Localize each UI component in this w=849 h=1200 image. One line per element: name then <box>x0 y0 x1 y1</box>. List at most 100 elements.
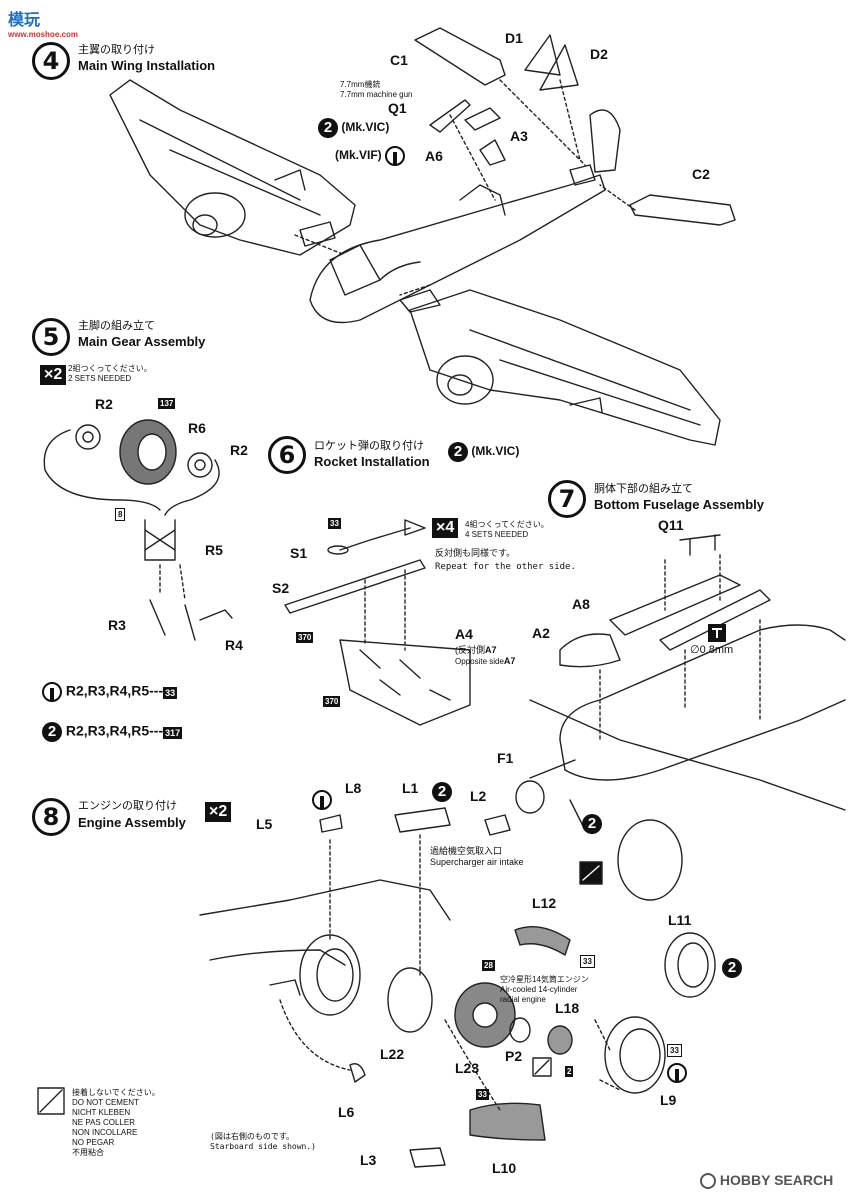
label-r5: R5 <box>205 542 223 558</box>
step-5-number: 5 <box>32 318 70 356</box>
l11-variant-badge: 2 <box>722 958 742 978</box>
color-33-tag-l9: 33 <box>667 1044 682 1057</box>
legend-row-1-code: 33 <box>163 686 178 699</box>
right-wing-drawing <box>409 289 721 446</box>
no-cement-legend: 接着しないでください。 DO NOT CEMENT NICHT KLEBEN N… <box>72 1088 160 1158</box>
step-6-number: 6 <box>268 436 306 474</box>
site-logo: 模玩 www.moshoe.com <box>8 6 78 40</box>
step-7-title-jp: 胴体下部の組み立て <box>594 483 693 495</box>
variant-mk6f-row: (Mk.VIF) <box>335 146 406 166</box>
step-5-mult-jp: 2組つくってください。 <box>68 364 152 373</box>
a4-note-alt-en: A7 <box>503 656 516 666</box>
label-l23: L23 <box>455 1060 480 1076</box>
l9-variant-badge <box>667 1063 687 1083</box>
color-33-tag-l12: 33 <box>580 955 595 968</box>
label-l5: L5 <box>256 816 273 832</box>
l9-variant <box>667 1063 687 1083</box>
step-8-variant-2-badge: 2 <box>432 782 452 802</box>
label-c2: C2 <box>692 166 710 182</box>
logo-chars: 模玩 <box>8 10 41 29</box>
watermark: HOBBY SEARCH <box>700 1172 833 1190</box>
step-5-mult-note: 2組つくってください。 2 SETS NEEDED <box>68 364 152 384</box>
logo-url: www.moshoe.com <box>8 30 78 39</box>
step-5-multiplier: ×2 <box>40 365 67 385</box>
step-6-variant-badge: 2 <box>448 442 468 462</box>
starboard-note-en: Starboard side shown.) <box>210 1142 316 1151</box>
step-6-mult-note: 4組つくってください。 4 SETS NEEDED <box>465 520 549 540</box>
step-6-mult-jp: 4組つくってください。 <box>465 520 549 529</box>
no-cement-it: NON INCOLLARE <box>72 1128 138 1137</box>
intake-note-jp: 過給機空気取入口 <box>430 846 503 856</box>
label-l11: L11 <box>668 912 692 928</box>
step-6-mult-badge: ×4 <box>432 518 459 538</box>
starboard-note: (図は右側のものです。 Starboard side shown.) <box>210 1132 316 1152</box>
label-l8: L8 <box>345 780 362 796</box>
label-l10: L10 <box>492 1160 517 1176</box>
step-6-variant-text: (Mk.VIC) <box>471 444 520 459</box>
no-cement-es: NO PEGAR <box>72 1138 115 1147</box>
no-cement-de: NICHT KLEBEN <box>72 1108 131 1117</box>
no-cement-fr: NE PAS COLLER <box>72 1118 135 1127</box>
step-5-title-jp: 主脚の組み立て <box>78 320 155 332</box>
step-8-mult-badge: ×2 <box>205 802 232 822</box>
label-r3: R3 <box>108 617 126 633</box>
label-r2-left: R2 <box>95 396 113 412</box>
color-2-tag: 2 <box>565 1066 574 1077</box>
part-q1-drawing <box>429 99 471 133</box>
step-8-multiplier: ×2 <box>205 802 232 822</box>
label-l9: L9 <box>660 1092 677 1108</box>
engine-note: 空冷星形14気筒エンジン Air-cooled 14-cylinder radi… <box>500 975 595 1005</box>
variant-1-badge <box>385 146 406 166</box>
a4-note: (反対側A7 Opposite sideA7 <box>455 645 515 667</box>
fuselage-drawing <box>309 109 621 324</box>
color-33-tag-l10: 33 <box>476 1089 489 1100</box>
step-5-mult-badge: ×2 <box>40 365 67 385</box>
mg-label-en: 7.7mm machine gun <box>340 90 413 99</box>
legend-row-1-parts: R2,R3,R4,R5--- <box>65 682 164 699</box>
no-cement-jp: 接着しないでください。 <box>72 1088 160 1097</box>
variant-mk6c-text: (Mk.VIC) <box>341 120 390 135</box>
a4-note-jp: (反対側 <box>455 645 485 655</box>
step-8-variant-1-badge <box>312 790 332 810</box>
variant-mk6f-text: (Mk.VIF) <box>335 148 382 163</box>
label-r6: R6 <box>188 420 206 436</box>
watermark-icon <box>700 1173 716 1190</box>
step-4-title-en: Main Wing Installation <box>78 58 216 73</box>
label-r2-right: R2 <box>230 442 248 458</box>
l11-variant: 2 <box>722 958 742 978</box>
label-r4: R4 <box>225 637 243 653</box>
label-l18: L18 <box>555 1000 580 1016</box>
label-l2: L2 <box>470 788 487 804</box>
color-28-tag: 28 <box>482 960 495 971</box>
label-c1: C1 <box>390 52 408 68</box>
no-cement-symbol <box>37 1087 65 1115</box>
step-6-multiplier: ×4 <box>432 518 459 538</box>
label-a8: A8 <box>572 596 590 612</box>
label-q11: Q11 <box>658 517 684 533</box>
part-c1-drawing <box>414 27 506 86</box>
engine-note-jp: 空冷星形14気筒エンジン <box>500 975 589 984</box>
step-5-title-en: Main Gear Assembly <box>78 334 206 349</box>
legend-1-badge <box>42 682 62 702</box>
step-8-title-en: Engine Assembly <box>78 815 186 830</box>
step-8-variant-1 <box>312 790 332 810</box>
color-370-tag-s2: 370 <box>296 632 314 643</box>
step-6-mult-en: 4 SETS NEEDED <box>465 530 529 539</box>
bottom-fuselage-drawing <box>515 534 846 814</box>
legend-row-2: 2 R2,R3,R4,R5---317 <box>42 722 183 742</box>
drill-size: ∅0.8mm <box>690 644 734 656</box>
label-a2: A2 <box>532 625 550 641</box>
main-gear-drawing <box>43 419 233 641</box>
mg-label-jp: 7.7mm機銃 <box>340 80 381 89</box>
step-7-number: 7 <box>548 480 586 518</box>
color-8-tag: 8 <box>115 508 126 521</box>
inset-variant: 2 <box>582 814 602 834</box>
mg-label: 7.7mm機銃 7.7mm machine gun <box>340 80 412 100</box>
inset-variant-badge: 2 <box>582 814 602 834</box>
part-d1-drawing <box>524 34 561 76</box>
step-8-number: 8 <box>32 798 70 836</box>
starboard-note-jp: (図は右側のものです。 <box>210 1132 295 1141</box>
label-l1: L1 <box>402 780 419 796</box>
label-d1: D1 <box>505 30 523 46</box>
